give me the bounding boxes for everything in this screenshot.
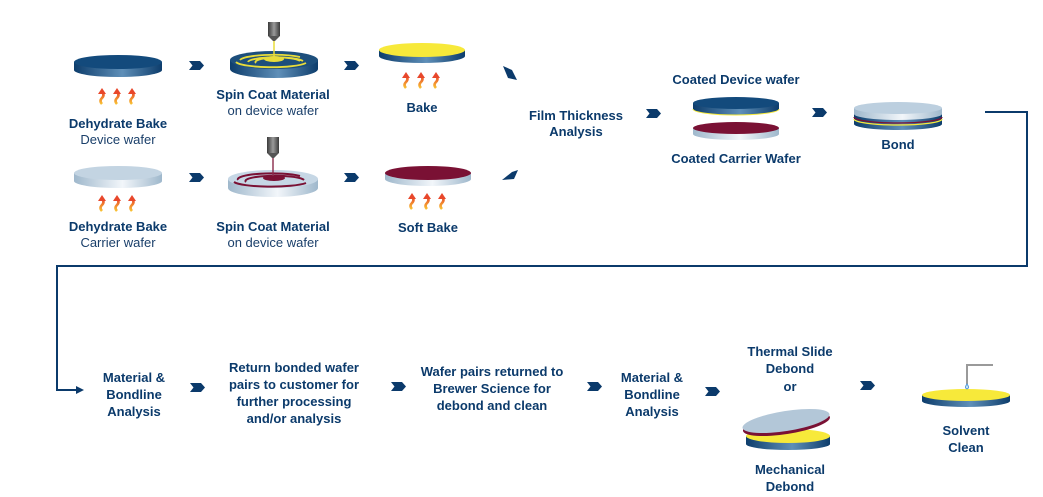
device-wafer-icon xyxy=(74,55,162,77)
arrow-icon xyxy=(189,173,204,182)
arrow-icon xyxy=(189,61,204,70)
arrow-icon xyxy=(587,382,602,391)
step-dehydrate-bake-carrier: Dehydrate Bake Carrier wafer xyxy=(58,219,178,251)
carrier-wafer-icon xyxy=(74,166,162,188)
arrow-icon xyxy=(860,381,875,390)
connector-arrowhead-icon xyxy=(76,386,84,394)
step-line: and/or analysis xyxy=(246,411,342,426)
step-title: Dehydrate Bake xyxy=(68,116,168,131)
step-line: Return bonded wafer xyxy=(228,360,359,375)
solvent-clean-wafer-icon xyxy=(922,364,1010,407)
step-dehydrate-bake-device: Dehydrate Bake Device wafer xyxy=(58,116,178,148)
step-line: Solvent xyxy=(942,423,990,438)
step-line: Mechanical xyxy=(754,462,826,477)
arrow-icon xyxy=(812,108,827,117)
step-film-thickness: Film Thickness Analysis xyxy=(516,108,636,140)
heat-icon xyxy=(400,70,442,90)
step-subtitle: on device wafer xyxy=(227,235,319,250)
step-solvent-clean: Solvent Clean xyxy=(924,422,1008,456)
coated-device-wafer-label: Coated Device wafer xyxy=(672,72,800,87)
or-label: or xyxy=(783,379,797,394)
spin-coat-maroon-icon xyxy=(228,137,318,197)
arrow-up-right-icon xyxy=(502,170,518,180)
step-line: Analysis xyxy=(549,124,603,139)
coated-carrier-wafer-label: Coated Carrier Wafer xyxy=(671,151,801,166)
maroon-wafer-icon xyxy=(385,166,471,186)
step-line: Bondline xyxy=(106,387,162,402)
step-subtitle: on device wafer xyxy=(227,103,319,118)
arrow-icon xyxy=(344,173,359,182)
step-line: Material & xyxy=(620,370,684,385)
step-title: Spin Coat Material xyxy=(216,87,330,102)
step-soft-bake: Soft Bake xyxy=(398,220,458,235)
heat-icon xyxy=(96,86,138,106)
step-material-bondline-analysis-1: Material & Bondline Analysis xyxy=(88,369,180,420)
step-line: Debond xyxy=(765,479,815,494)
step-line: Analysis xyxy=(107,404,161,419)
flow-connector-line xyxy=(56,111,1028,391)
step-title: Dehydrate Bake xyxy=(68,219,168,234)
debond-wafer-icon xyxy=(742,408,830,450)
step-material-bondline-analysis-2: Material & Bondline Analysis xyxy=(607,369,697,420)
step-line: Thermal Slide xyxy=(747,344,833,359)
step-returned-to-brewer: Wafer pairs returned to Brewer Science f… xyxy=(404,363,580,414)
step-return-to-customer: Return bonded wafer pairs to customer fo… xyxy=(214,359,374,427)
step-line: Material & xyxy=(102,370,166,385)
bonded-wafer-icon xyxy=(853,102,943,130)
step-line: Bondline xyxy=(624,387,680,402)
step-line: pairs to customer for xyxy=(228,377,360,392)
step-line: further processing xyxy=(236,394,352,409)
step-spin-coat-carrier: Spin Coat Material on device wafer xyxy=(208,219,338,251)
step-line: debond and clean xyxy=(436,398,548,413)
heat-icon xyxy=(96,193,138,213)
step-line: Film Thickness xyxy=(529,108,623,123)
arrow-icon xyxy=(705,387,720,396)
step-line: Wafer pairs returned to xyxy=(420,364,564,379)
step-bake: Bake xyxy=(406,100,438,115)
coated-wafer-pair-icon xyxy=(692,97,780,140)
step-line: Clean xyxy=(948,440,984,455)
arrow-down-right-icon xyxy=(503,66,517,80)
step-subtitle: Device wafer xyxy=(80,132,156,147)
step-thermal-slide-debond: Thermal Slide Debond or xyxy=(730,343,850,395)
step-title: Spin Coat Material xyxy=(216,219,330,234)
step-line: Analysis xyxy=(625,404,679,419)
spin-coat-yellow-icon xyxy=(230,22,318,78)
arrow-icon xyxy=(344,61,359,70)
step-mechanical-debond: Mechanical Debond xyxy=(730,461,850,495)
arrow-icon xyxy=(190,383,205,392)
step-subtitle: Carrier wafer xyxy=(80,235,156,250)
step-line: Debond xyxy=(765,361,815,376)
heat-icon xyxy=(406,191,448,211)
step-spin-coat-device: Spin Coat Material on device wafer xyxy=(208,87,338,119)
yellow-wafer-icon xyxy=(379,43,465,63)
step-line: Brewer Science for xyxy=(433,381,551,396)
step-bond: Bond xyxy=(881,137,915,152)
arrow-icon xyxy=(646,109,661,118)
